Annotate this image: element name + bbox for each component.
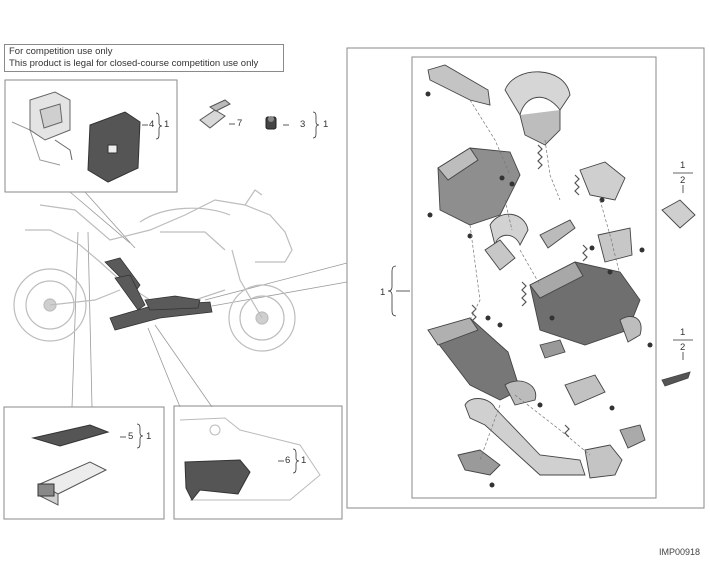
pad-part-5 xyxy=(31,424,110,447)
callout-kit-bottom-denominator: 2 xyxy=(680,342,686,353)
callout-qty-6: 1 xyxy=(301,455,307,466)
part-3-fastener xyxy=(265,116,277,130)
leader-lines xyxy=(69,191,348,408)
brace-symbols xyxy=(136,111,693,474)
exhaust-kit-inner-box xyxy=(411,56,657,499)
motorcycle-illustration xyxy=(13,189,296,352)
bike-exhaust-highlight xyxy=(104,257,213,331)
image-code: IMP00918 xyxy=(658,547,700,557)
competition-notice: For competition use only This product is… xyxy=(4,44,284,72)
callout-main-kit: 1 xyxy=(380,287,386,298)
detail-box-top-left xyxy=(4,79,178,193)
ecu-detail-drawing xyxy=(11,91,141,183)
callout-kit-bottom-numerator: 1 xyxy=(680,327,686,338)
callout-qty-4: 1 xyxy=(164,119,170,130)
notice-line-2: This product is legal for closed-course … xyxy=(9,58,259,69)
callout-part-3: 3 xyxy=(300,119,306,130)
exhaust-kit-outer-box xyxy=(346,47,705,509)
callout-kit-top-numerator: 1 xyxy=(680,160,686,171)
callout-part-6: 6 xyxy=(285,455,291,466)
callout-kit-top-denominator: 2 xyxy=(680,175,686,186)
pad-5-drawing xyxy=(31,424,110,506)
detail-box-bottom-left xyxy=(3,406,165,520)
callout-part-7: 7 xyxy=(237,118,243,129)
pad-part-6 xyxy=(184,459,251,501)
notice-line-1: For competition use only xyxy=(9,46,113,57)
detail-box-bottom-middle xyxy=(173,405,343,520)
callout-part-4: 4 xyxy=(149,119,155,130)
callout-ticks xyxy=(120,123,289,462)
pad-6-drawing xyxy=(179,417,321,501)
callout-qty-5: 1 xyxy=(146,431,152,442)
callout-part-5: 5 xyxy=(128,431,134,442)
callout-qty-3: 1 xyxy=(323,119,329,130)
exhaust-system-drawing xyxy=(425,64,696,488)
part-7-connector xyxy=(199,99,231,129)
